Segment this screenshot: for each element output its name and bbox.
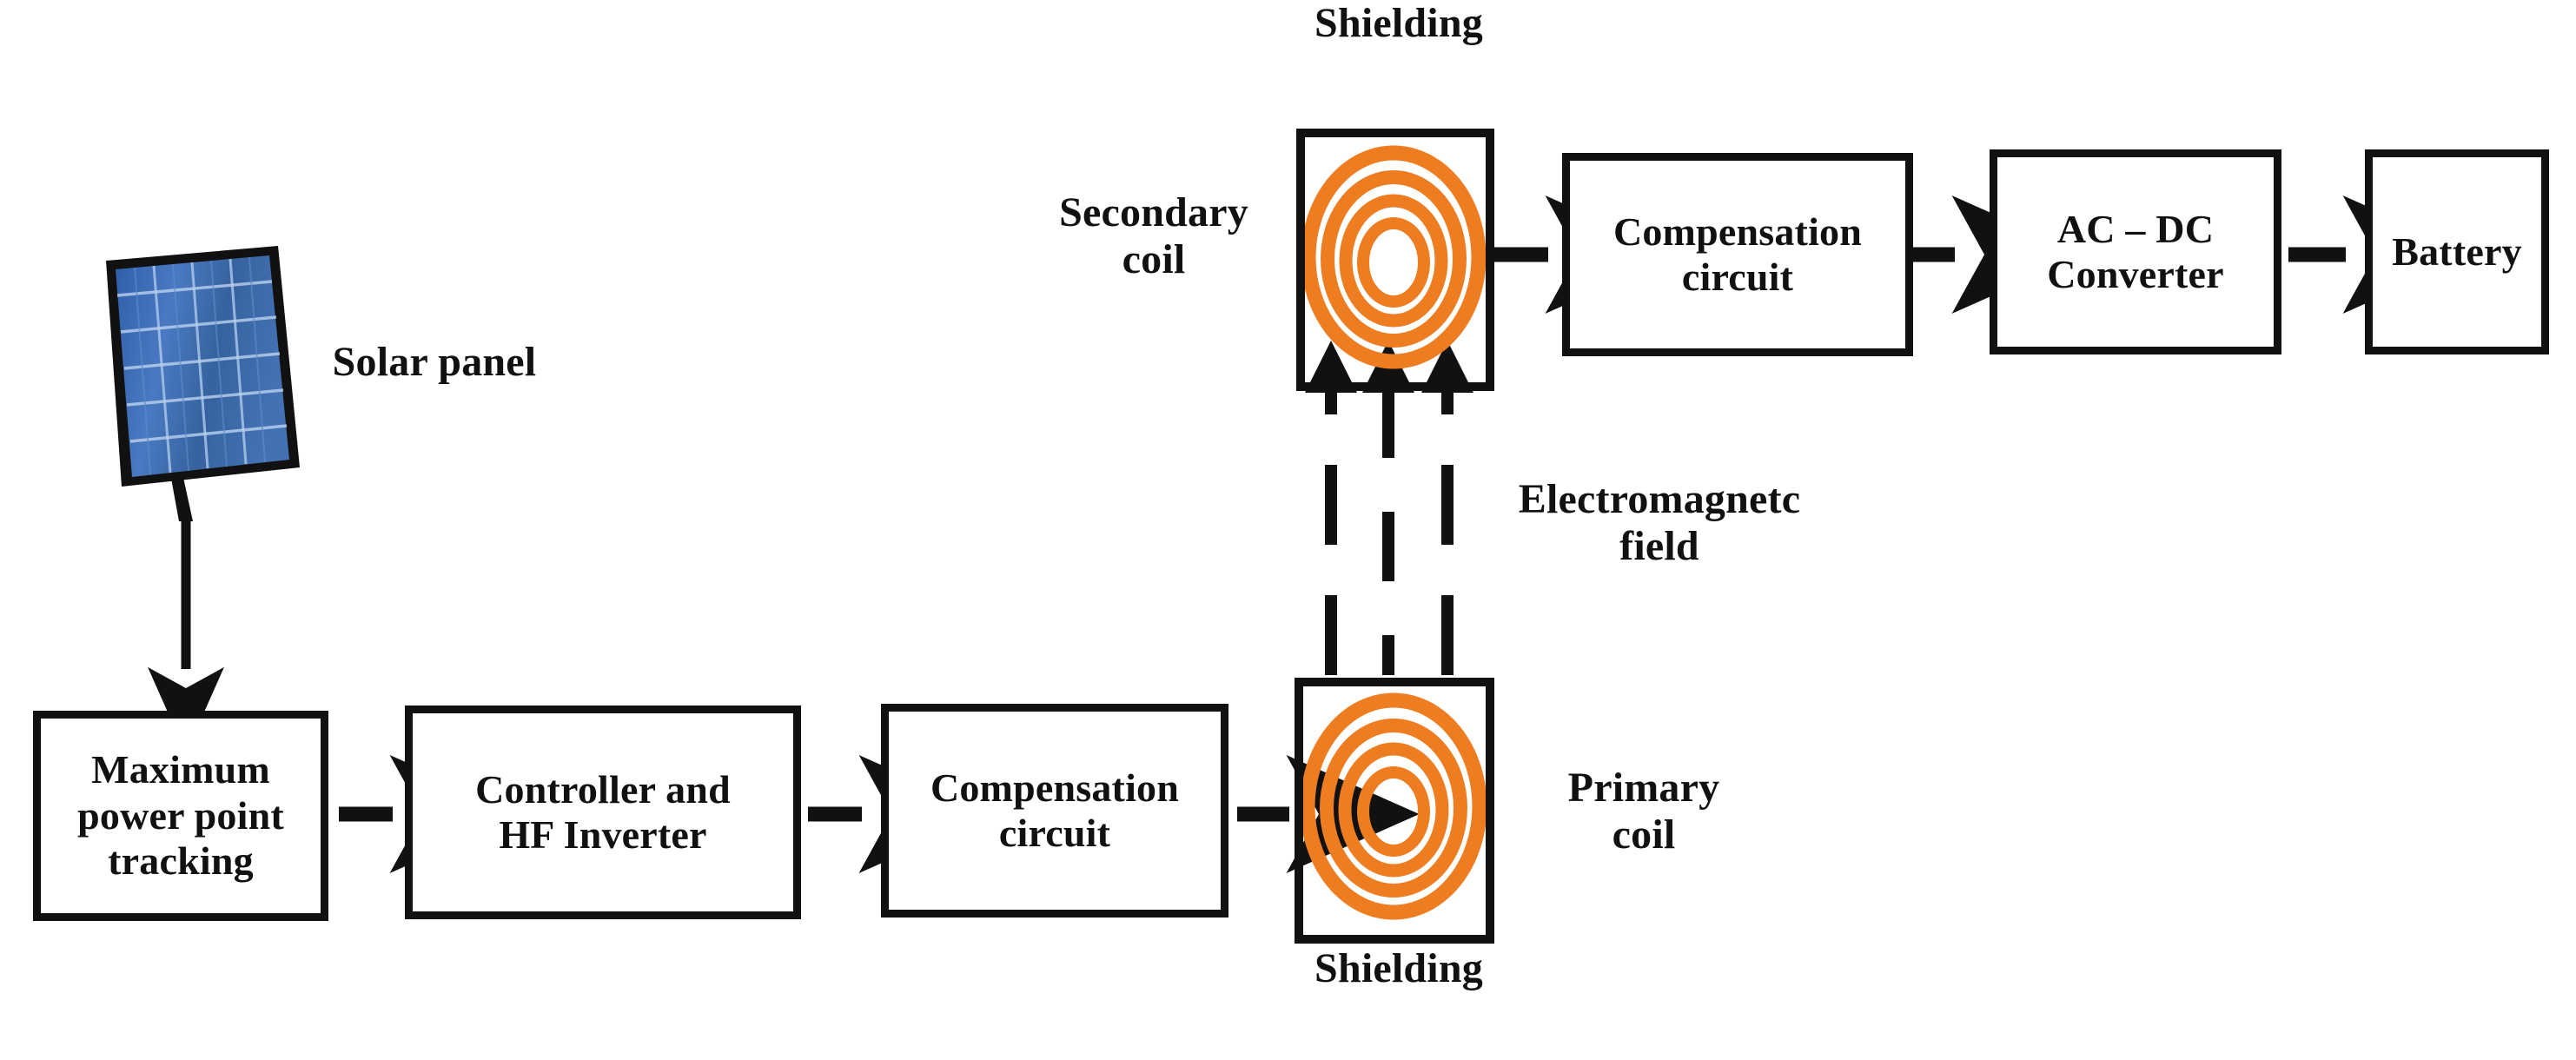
node-mppt[interactable]: Maximum power point tracking	[33, 711, 328, 921]
label-shielding-top: Shielding	[1314, 0, 1483, 46]
label-primary-coil: Primary coil	[1567, 765, 1720, 858]
node-compensation-circuit-primary[interactable]: Compensation circuit	[881, 704, 1228, 918]
coil-spiral-icon-primary	[1300, 692, 1487, 920]
node-compensation-circuit-secondary[interactable]: Compensation circuit	[1562, 153, 1913, 356]
node-compensation-circuit-secondary-label: Compensation circuit	[1612, 209, 1863, 299]
label-electromagnetic-field: Electromagnetc field	[1518, 476, 1801, 569]
shielding-enclosure-secondary	[1296, 129, 1494, 391]
node-controller-hf-inverter[interactable]: Controller and HF Inverter	[405, 706, 801, 919]
label-secondary-coil: Secondary coil	[1059, 189, 1248, 282]
solar-panel-icon	[106, 246, 300, 521]
node-battery[interactable]: Battery	[2365, 149, 2549, 354]
label-shielding-bottom: Shielding	[1314, 945, 1483, 991]
node-controller-hf-inverter-label: Controller and HF Inverter	[475, 766, 731, 857]
node-ac-dc-converter-label: AC – DC Converter	[2047, 206, 2224, 296]
node-ac-dc-converter[interactable]: AC – DC Converter	[1990, 149, 2281, 354]
node-mppt-label: Maximum power point tracking	[77, 747, 284, 884]
label-solar-panel: Solar panel	[332, 339, 537, 385]
node-battery-label: Battery	[2392, 229, 2522, 274]
coil-spiral-icon-secondary	[1301, 145, 1487, 369]
node-compensation-circuit-primary-label: Compensation circuit	[930, 765, 1180, 855]
upward-dashed-arrows-icon	[1305, 341, 1473, 675]
shielding-enclosure-primary	[1295, 678, 1494, 944]
